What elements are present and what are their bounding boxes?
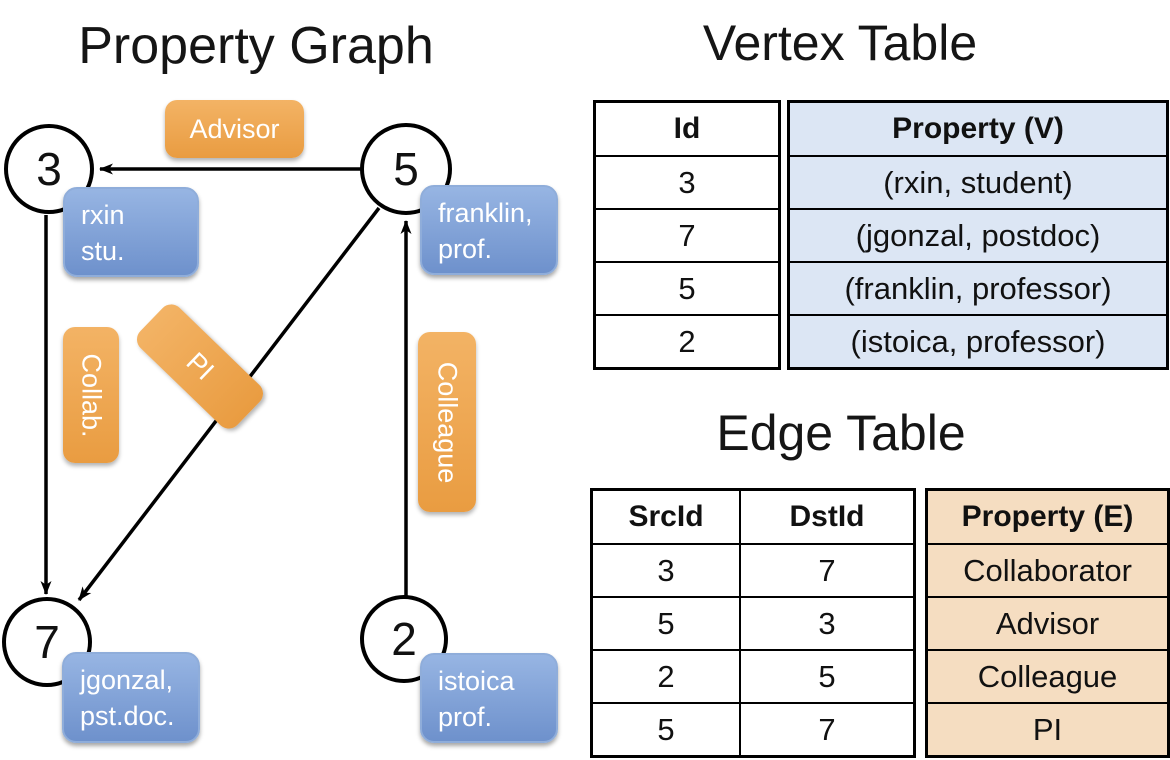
- table-row: 2: [593, 314, 781, 370]
- edge-table-dstid-header: DstId: [739, 488, 916, 545]
- label-line: stu.: [81, 235, 125, 266]
- node-5-property-label: franklin, prof.: [420, 185, 558, 275]
- edge-property-cell: Colleague: [925, 649, 1170, 704]
- vertex-id-cell: 5: [593, 261, 781, 316]
- vertex-table-property-header: Property (V): [787, 100, 1169, 157]
- edge-table-srcid-header: SrcId: [590, 488, 741, 545]
- table-row: Collaborator: [925, 543, 1170, 598]
- vertex-property-cell: (rxin, student): [787, 155, 1169, 210]
- label-line: franklin,: [438, 198, 533, 228]
- edge-srcid-cell: 2: [590, 649, 741, 704]
- label-line: pst.doc.: [80, 700, 175, 731]
- label-line: rxin: [81, 200, 125, 230]
- table-row: Colleague: [925, 649, 1170, 704]
- table-row: 5 3: [590, 596, 916, 651]
- edge-srcid-cell: 5: [590, 596, 741, 651]
- table-row: PI: [925, 702, 1170, 758]
- edge-label-collab: Collab.: [63, 327, 119, 463]
- node-id: 3: [36, 143, 62, 195]
- edge-label-text: Colleague: [432, 361, 463, 483]
- vertex-id-cell: 2: [593, 314, 781, 370]
- table-row: 2 5: [590, 649, 916, 704]
- edge-dstid-cell: 3: [739, 596, 916, 651]
- node-2-property-label: istoica prof.: [420, 653, 558, 743]
- edge-dstid-cell: 5: [739, 649, 916, 704]
- table-row: Advisor: [925, 596, 1170, 651]
- table-row: (franklin, professor): [787, 261, 1169, 316]
- edge-table-property-header: Property (E): [925, 488, 1170, 545]
- edge-table-title: Edge Table: [716, 405, 966, 461]
- table-row: (istoica, professor): [787, 314, 1169, 370]
- label-line: istoica: [438, 666, 515, 696]
- node-id: 5: [393, 143, 419, 195]
- table-row: 7: [593, 208, 781, 263]
- vertex-property-cell: (istoica, professor): [787, 314, 1169, 370]
- edge-table-property-column: Property (E) Collaborator Advisor Collea…: [925, 488, 1170, 758]
- node-7-property-label: jgonzal, pst.doc.: [62, 652, 200, 743]
- edge-property-cell: Advisor: [925, 596, 1170, 651]
- table-row: 5 7: [590, 702, 916, 758]
- edge-label-colleague: Colleague: [418, 332, 476, 512]
- node-3-property-label: rxin stu.: [63, 187, 199, 277]
- vertex-table-title: Vertex Table: [702, 15, 978, 71]
- table-row: (jgonzal, postdoc): [787, 208, 1169, 263]
- table-row: (rxin, student): [787, 155, 1169, 210]
- edge-label-text: Collab.: [76, 352, 107, 438]
- vertex-property-cell: (franklin, professor): [787, 261, 1169, 316]
- property-graph-title: Property Graph: [78, 17, 434, 75]
- vertex-table-id-column: Id 3 7 5 2: [593, 100, 781, 370]
- edge-srcid-cell: 3: [590, 543, 741, 598]
- vertex-table-id-header: Id: [593, 100, 781, 157]
- edge-label-text: PI: [180, 346, 220, 386]
- vertex-table-property-column: Property (V) (rxin, student) (jgonzal, p…: [787, 100, 1169, 370]
- edge-label-pi: PI: [131, 299, 269, 434]
- node-id: 2: [391, 613, 417, 665]
- edge-label-text: Advisor: [189, 113, 280, 144]
- label-line: jgonzal,: [80, 665, 174, 695]
- vertex-property-cell: (jgonzal, postdoc): [787, 208, 1169, 263]
- edge-property-cell: PI: [925, 702, 1170, 758]
- label-line: prof.: [438, 233, 493, 264]
- node-id: 7: [34, 616, 60, 668]
- edge-dstid-cell: 7: [739, 543, 916, 598]
- vertex-id-cell: 3: [593, 155, 781, 210]
- table-row: 5: [593, 261, 781, 316]
- graph-node-3: 3: [4, 124, 94, 214]
- edge-property-cell: Collaborator: [925, 543, 1170, 598]
- edge-srcid-cell: 5: [590, 702, 741, 758]
- edge-table-id-columns: SrcId DstId 3 7 5 3 2 5 5 7: [590, 488, 916, 758]
- vertex-id-cell: 7: [593, 208, 781, 263]
- table-row: 3 7: [590, 543, 916, 598]
- table-row: 3: [593, 155, 781, 210]
- edge-label-advisor: Advisor: [165, 100, 304, 158]
- label-line: prof.: [438, 701, 493, 732]
- edge-dstid-cell: 7: [739, 702, 916, 758]
